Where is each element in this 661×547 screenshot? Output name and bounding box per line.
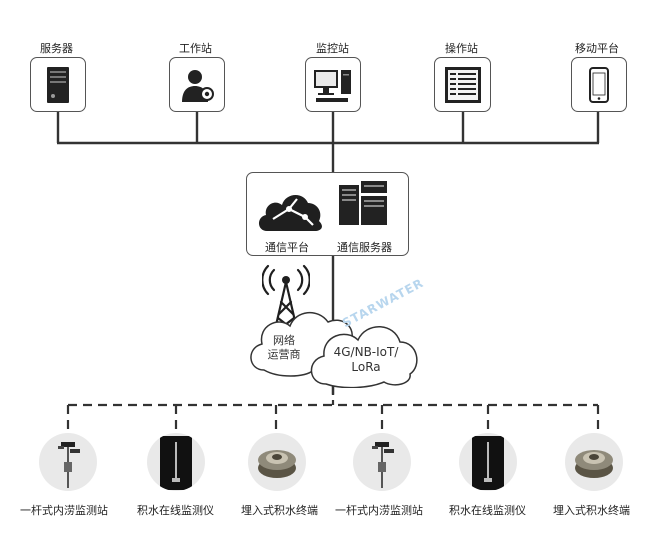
- node-label-operator-station: 操作站: [445, 42, 478, 55]
- device-water-monitor-1[interactable]: [147, 433, 205, 491]
- mobile-platform-node[interactable]: [571, 57, 627, 112]
- device-label-1: 一杆式内涝监测站: [20, 504, 108, 517]
- water-monitor-box-icon: [160, 436, 192, 490]
- server-node[interactable]: [30, 57, 86, 112]
- server-icon: [47, 66, 69, 103]
- hub-left-label: 通信平台: [265, 241, 309, 254]
- buried-terminal-icon: [258, 450, 296, 478]
- device-label-6: 埋入式积水终端: [553, 504, 630, 517]
- pole-station-icon: [372, 442, 394, 488]
- workstation-user-icon: [182, 69, 214, 102]
- device-label-2: 积水在线监测仪: [137, 504, 214, 517]
- communication-hub[interactable]: 通信平台 通信服务器: [246, 172, 409, 256]
- node-label-monitor-station: 监控站: [316, 42, 349, 55]
- hub-right-label: 通信服务器: [337, 241, 392, 254]
- pole-station-icon: [58, 442, 80, 488]
- cloud-network-icon: [258, 194, 322, 231]
- monitor-station-node[interactable]: [305, 57, 361, 112]
- device-label-4: 一杆式内涝监测站: [335, 504, 423, 517]
- operator-station-node[interactable]: [434, 57, 491, 112]
- device-pole-station-2[interactable]: [353, 433, 411, 491]
- water-monitor-box-icon: [472, 436, 504, 490]
- device-label-3: 埋入式积水终端: [241, 504, 318, 517]
- workstation-node[interactable]: [169, 57, 225, 112]
- protocol-label: 4G/NB-IoT/ LoRa: [318, 345, 414, 375]
- device-pole-station-1[interactable]: [39, 433, 97, 491]
- protocol-label-text: 4G/NB-IoT/ LoRa: [333, 345, 399, 374]
- carrier-label-text: 网络 运营商: [267, 334, 301, 361]
- operator-panel-icon: [444, 66, 481, 103]
- node-label-workstation: 工作站: [179, 42, 212, 55]
- monitor-desktop-icon: [314, 69, 351, 102]
- node-label-server: 服务器: [40, 42, 73, 55]
- device-buried-terminal-2[interactable]: [565, 433, 623, 491]
- server-rack-icon: [339, 181, 387, 225]
- buried-terminal-icon: [575, 450, 613, 478]
- device-water-monitor-2[interactable]: [459, 433, 517, 491]
- network-clouds: [250, 312, 418, 388]
- carrier-label: 网络 运营商: [258, 334, 310, 362]
- node-label-mobile-platform: 移动平台: [575, 42, 619, 55]
- mobile-phone-icon: [589, 66, 609, 103]
- device-label-5: 积水在线监测仪: [449, 504, 526, 517]
- device-buried-terminal-1[interactable]: [248, 433, 306, 491]
